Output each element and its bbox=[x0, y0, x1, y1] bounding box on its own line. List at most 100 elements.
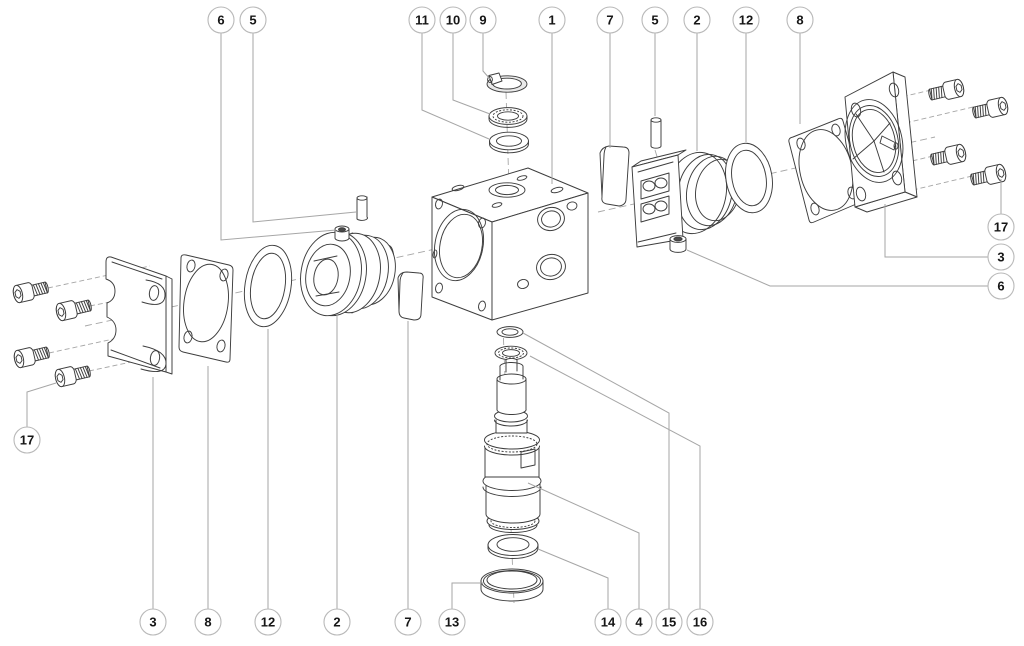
callout-3-right: 3 bbox=[987, 243, 1015, 271]
balloon bbox=[625, 608, 653, 636]
balloon bbox=[786, 6, 814, 34]
gasket-right bbox=[788, 117, 865, 224]
washer-small bbox=[496, 326, 524, 338]
valve-cartridge bbox=[482, 357, 542, 533]
plug-right bbox=[669, 235, 687, 253]
socket-head-screw bbox=[54, 296, 94, 323]
balloon bbox=[439, 6, 467, 34]
screws-right bbox=[926, 77, 1010, 189]
callout-17-right: 17 bbox=[987, 213, 1015, 241]
o-ring-right bbox=[725, 142, 773, 214]
balloon-label: 8 bbox=[796, 13, 803, 28]
balloon-label: 15 bbox=[662, 615, 676, 630]
balloon-label: 5 bbox=[249, 13, 256, 28]
balloon bbox=[254, 608, 282, 636]
wear-plate-right bbox=[599, 145, 630, 207]
balloon bbox=[469, 6, 497, 34]
plug-left bbox=[334, 225, 350, 242]
washer-top-b bbox=[489, 131, 529, 154]
balloon-label: 2 bbox=[333, 615, 340, 630]
callout-3-bottom: 3 bbox=[139, 608, 167, 636]
wear-plate-left bbox=[397, 271, 424, 321]
end-cover-right bbox=[844, 71, 918, 213]
callout-balloons: 6 5 11 10 9 1 7 5 2 12 8 17 3 6 17 3 8 1… bbox=[13, 6, 1015, 636]
balloon bbox=[207, 6, 235, 34]
balloon bbox=[323, 608, 351, 636]
socket-head-screw bbox=[53, 362, 93, 389]
clamp-ring bbox=[486, 72, 528, 93]
socket-head-screw bbox=[12, 343, 52, 370]
socket-head-screw bbox=[926, 77, 966, 104]
balloon-label: 12 bbox=[739, 13, 753, 28]
balloon-label: 11 bbox=[415, 13, 429, 28]
seal-ring bbox=[480, 568, 544, 602]
leader-lines bbox=[26, 33, 1002, 609]
balloon bbox=[686, 608, 714, 636]
callout-10: 10 bbox=[439, 6, 467, 34]
callout-1: 1 bbox=[538, 6, 566, 34]
callout-9: 9 bbox=[469, 6, 497, 34]
balloon bbox=[987, 243, 1015, 271]
balloon-label: 5 bbox=[651, 13, 658, 28]
balloon bbox=[655, 608, 683, 636]
balloon bbox=[394, 608, 422, 636]
callout-4: 4 bbox=[625, 608, 653, 636]
balloon bbox=[139, 608, 167, 636]
main-body bbox=[431, 167, 589, 321]
balloon-label: 6 bbox=[217, 13, 224, 28]
balloon-label: 12 bbox=[261, 615, 275, 630]
callout-15: 15 bbox=[655, 608, 683, 636]
callout-14: 14 bbox=[594, 608, 622, 636]
piston-left bbox=[300, 231, 396, 317]
washer-large bbox=[487, 534, 539, 559]
callout-16: 16 bbox=[686, 608, 714, 636]
callout-2-bottom: 2 bbox=[323, 608, 351, 636]
callout-2-top: 2 bbox=[683, 6, 711, 34]
callout-13: 13 bbox=[438, 608, 466, 636]
balloon-label: 1 bbox=[548, 13, 555, 28]
balloon-label: 13 bbox=[445, 615, 459, 630]
balloon-label: 10 bbox=[446, 13, 460, 28]
callout-8-bottom: 8 bbox=[194, 608, 222, 636]
callout-7-top: 7 bbox=[596, 6, 624, 34]
socket-head-screw bbox=[968, 162, 1008, 189]
balloon bbox=[538, 6, 566, 34]
callout-11: 11 bbox=[408, 6, 436, 34]
balloon-label: 14 bbox=[601, 615, 616, 630]
balloon bbox=[194, 608, 222, 636]
end-cover-left bbox=[105, 256, 173, 375]
balloon-label: 7 bbox=[606, 13, 613, 28]
dowel-pin-right bbox=[650, 117, 662, 149]
balloon bbox=[438, 608, 466, 636]
balloon bbox=[683, 6, 711, 34]
balloon bbox=[987, 213, 1015, 241]
balloon-label: 6 bbox=[997, 279, 1004, 294]
callout-7-bottom: 7 bbox=[394, 608, 422, 636]
socket-head-screw bbox=[11, 278, 51, 305]
balloon-label: 16 bbox=[693, 615, 707, 630]
balloon-label: 9 bbox=[479, 13, 486, 28]
balloon-label: 17 bbox=[994, 220, 1008, 235]
callout-12-bottom: 12 bbox=[254, 608, 282, 636]
callout-5-top-right: 5 bbox=[641, 6, 669, 34]
callout-8-top: 8 bbox=[786, 6, 814, 34]
balloon bbox=[732, 6, 760, 34]
balloon-label: 8 bbox=[204, 615, 211, 630]
gasket-left bbox=[178, 254, 234, 363]
washer-top-a bbox=[488, 107, 528, 128]
balloon-label: 4 bbox=[635, 615, 643, 630]
callout-5-top-left: 5 bbox=[239, 6, 267, 34]
callout-6-top-left: 6 bbox=[207, 6, 235, 34]
balloon bbox=[239, 6, 267, 34]
callout-12-top: 12 bbox=[732, 6, 760, 34]
balloon-label: 3 bbox=[997, 250, 1004, 265]
balloon bbox=[596, 6, 624, 34]
piston-right bbox=[631, 149, 741, 248]
balloon-label: 2 bbox=[693, 13, 700, 28]
balloon-label: 17 bbox=[20, 433, 34, 448]
balloon bbox=[594, 608, 622, 636]
balloon-label: 3 bbox=[149, 615, 156, 630]
balloon bbox=[641, 6, 669, 34]
balloon bbox=[408, 6, 436, 34]
